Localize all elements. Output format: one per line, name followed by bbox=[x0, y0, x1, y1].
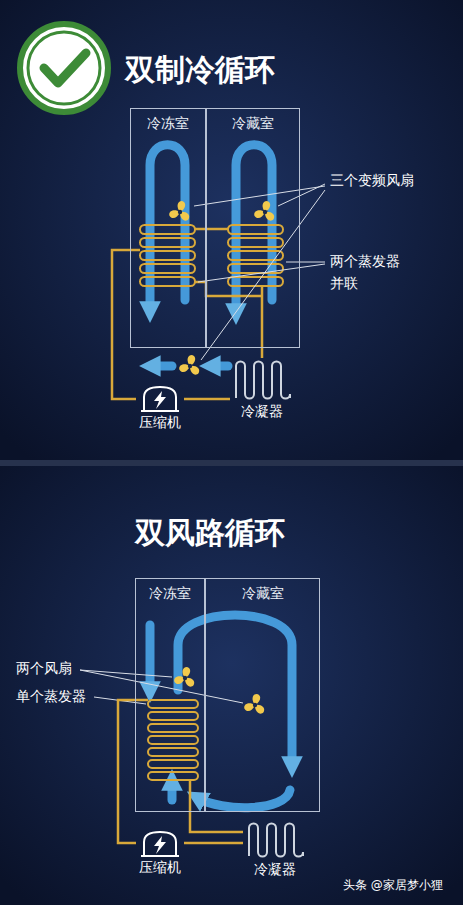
compressor-unit: 压缩机 bbox=[136, 383, 184, 431]
section-title: 双风路循环 bbox=[135, 513, 285, 554]
compressor-icon bbox=[138, 828, 182, 858]
callout-label: 两个风扇 bbox=[16, 660, 72, 678]
diagram-title: 双制冷循环 bbox=[125, 50, 275, 91]
compartment-label: 冷藏室 bbox=[207, 109, 299, 133]
compartment-label: 冷冻室 bbox=[131, 109, 205, 133]
freezer-compartment: 冷冻室 bbox=[135, 578, 205, 812]
unit-label: 压缩机 bbox=[138, 413, 182, 431]
freezer-compartment: 冷冻室 bbox=[130, 108, 206, 348]
panel-ground bbox=[0, 0, 463, 460]
unit-label: 压缩机 bbox=[138, 858, 182, 876]
fridge-compartment: 冷藏室 bbox=[205, 578, 320, 812]
condenser-icon bbox=[232, 358, 292, 402]
refrigerant-pipe bbox=[190, 812, 243, 832]
condenser-unit: 冷凝器 bbox=[230, 358, 294, 420]
condenser-icon bbox=[245, 820, 305, 860]
callout-label: 单个蒸发器 bbox=[16, 688, 86, 706]
compartment-label: 冷藏室 bbox=[206, 579, 319, 603]
fans bbox=[168, 201, 276, 715]
unit-label: 冷凝器 bbox=[232, 402, 292, 420]
panel-ground bbox=[0, 466, 463, 905]
condenser-unit: 冷凝器 bbox=[243, 820, 307, 878]
compartment-label: 冷冻室 bbox=[136, 579, 204, 603]
compressor-icon bbox=[138, 383, 182, 413]
fridge-compartment: 冷藏室 bbox=[206, 108, 300, 348]
compressor-unit: 压缩机 bbox=[136, 828, 184, 876]
leader-lines bbox=[80, 184, 325, 704]
unit-label: 冷凝器 bbox=[245, 860, 305, 878]
refrigerant-pipe bbox=[112, 250, 136, 399]
refrigerant-pipe bbox=[184, 398, 230, 401]
watermark: 头条 @家居梦小狸 bbox=[343, 877, 443, 894]
refrigerant-pipe bbox=[261, 348, 264, 358]
callout-label: 两个蒸发器 并联 bbox=[330, 250, 410, 294]
refrigerant-pipe bbox=[184, 842, 243, 845]
panel-gap bbox=[0, 460, 463, 466]
refrigerant-pipe bbox=[118, 700, 136, 843]
callout-label: 三个变频风扇 bbox=[330, 172, 414, 190]
check-icon bbox=[20, 24, 108, 112]
